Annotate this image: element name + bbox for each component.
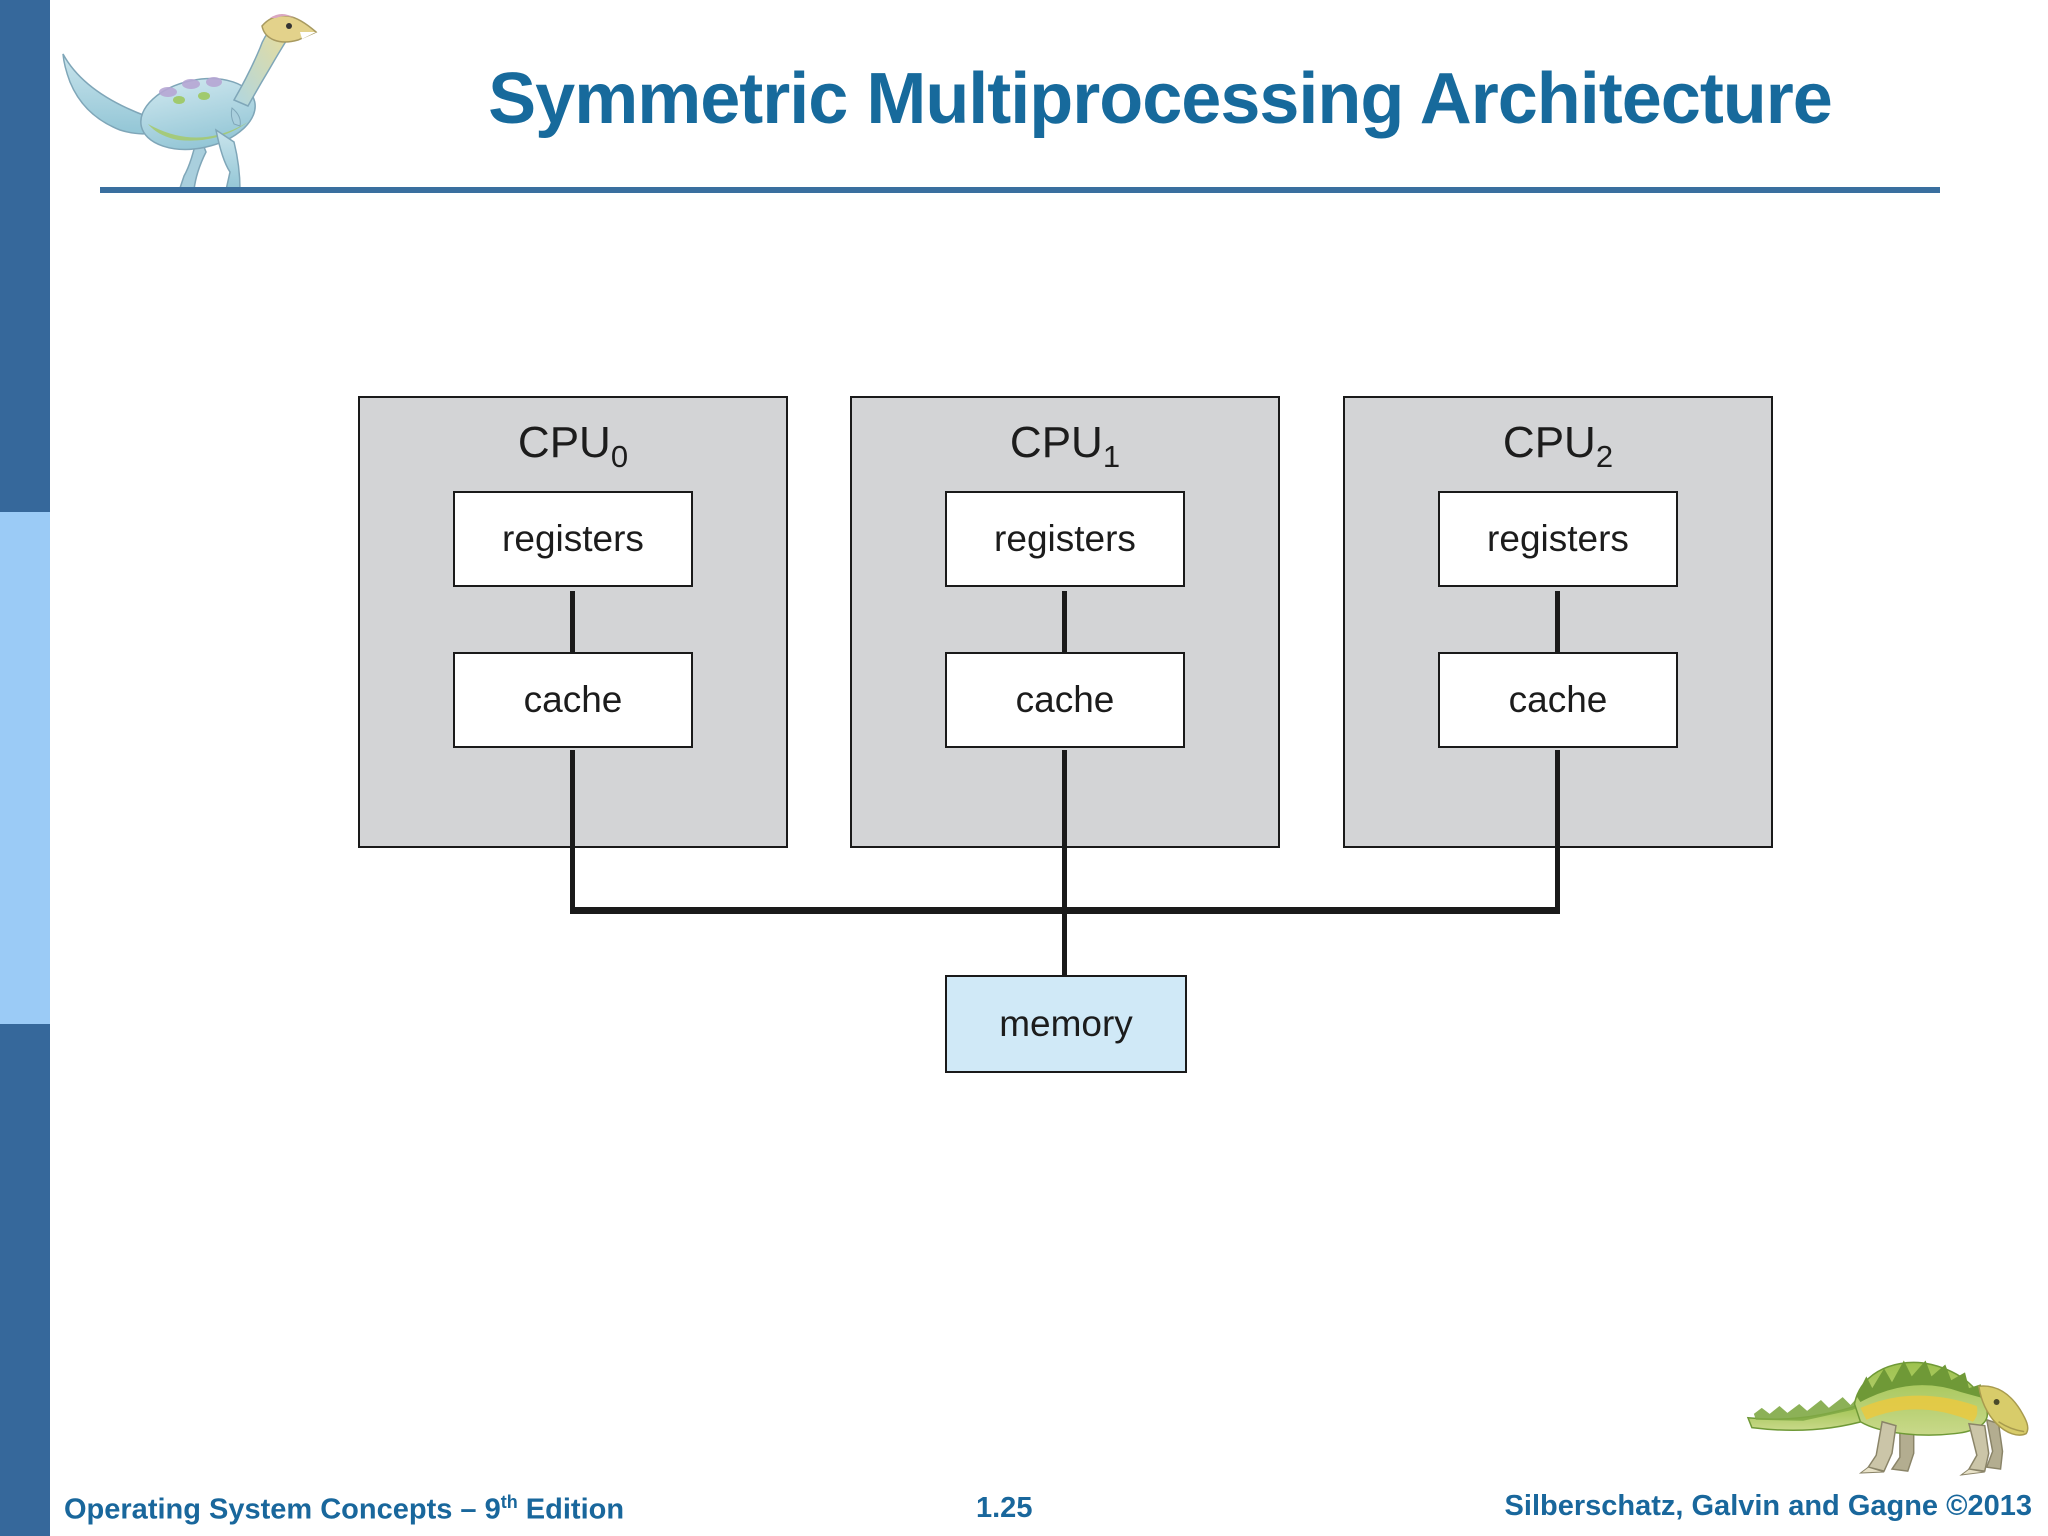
cpu0-label: CPU0 — [517, 418, 629, 474]
cpu1-label: CPU1 — [1009, 418, 1121, 474]
cpu1-registers-label: registers — [994, 518, 1136, 559]
cpu0-bus-connector — [570, 750, 575, 914]
dinosaur-biped-icon — [48, 4, 320, 193]
cpu1-registers-box: registers — [945, 491, 1185, 587]
cpu0-cache-label: cache — [523, 679, 623, 720]
cpu2-registers-label: registers — [1487, 518, 1629, 559]
cpu0-registers-label: registers — [502, 518, 644, 559]
cpu1-registers-cache-connector — [1062, 591, 1067, 652]
cpu2-cache-label: cache — [1508, 679, 1608, 720]
page-title: Symmetric Multiprocessing Architecture — [488, 59, 1833, 139]
cpu1-cache-box: cache — [945, 652, 1185, 748]
cpu1-memory-connector — [1062, 750, 1067, 977]
cpu2-registers-cache-connector — [1555, 591, 1560, 652]
cpu0-registers-box: registers — [453, 491, 693, 587]
cpu1-cache-label: cache — [1015, 679, 1115, 720]
footer-book-title: Operating System Concepts – 9th Edition — [64, 1492, 625, 1526]
footer-page-number: 1.25 — [976, 1492, 1033, 1524]
cpu2-cache-box: cache — [1438, 652, 1678, 748]
footer-authors: Silberschatz, Galvin and Gagne ©2013 — [1504, 1490, 2032, 1522]
left-stripe-middle — [0, 512, 50, 1024]
left-stripe-top — [0, 0, 50, 512]
cpu0-registers-cache-connector — [570, 591, 575, 652]
memory-box: memory — [945, 975, 1187, 1073]
dinosaur-quadruped-icon — [1744, 1326, 2040, 1478]
cpu2-bus-connector — [1555, 750, 1560, 914]
memory-label: memory — [999, 1003, 1133, 1044]
cpu2-label: CPU2 — [1502, 418, 1614, 474]
cpu0-cache-box: cache — [453, 652, 693, 748]
left-stripe-bottom — [0, 1024, 50, 1536]
title-underline — [100, 187, 1940, 193]
cpu2-registers-box: registers — [1438, 491, 1678, 587]
shared-bus-line — [570, 907, 1560, 914]
